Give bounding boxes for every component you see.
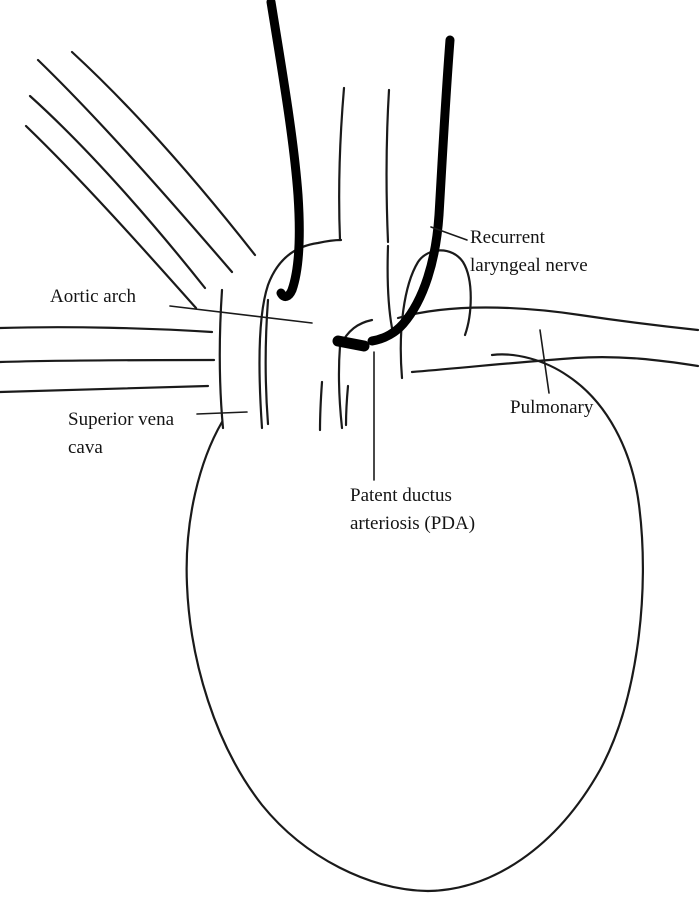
label-recurrent-laryngeal-nerve: Recurrent laryngeal nerve bbox=[470, 227, 588, 276]
pulmonary-artery-bottom-edge bbox=[410, 356, 700, 374]
pulmonary-artery-top-edge bbox=[396, 306, 700, 332]
heart-body-left-bottom bbox=[185, 420, 430, 893]
label-superior-vena-cava: Superior vena cava bbox=[68, 409, 175, 458]
aorta-root-line-2 bbox=[344, 384, 350, 427]
recurrent-laryngeal-nerve bbox=[367, 35, 455, 346]
aorta-root-line-1 bbox=[318, 380, 324, 432]
left-horizontal-vessel-line-3 bbox=[0, 384, 210, 394]
left-branch-vessel-line-1 bbox=[70, 50, 257, 257]
aorta-left-edge bbox=[258, 238, 343, 430]
superior-vena-cava-right-edge bbox=[264, 298, 270, 426]
arch-branch-right-edge bbox=[385, 88, 391, 244]
arch-branch-left-edge bbox=[338, 86, 346, 242]
left-horizontal-vessel-line-1 bbox=[0, 326, 214, 334]
left-branch-vessel-line-2 bbox=[36, 58, 234, 274]
label-pulmonary: Pulmonary bbox=[510, 397, 594, 418]
superior-vena-cava-left-edge bbox=[218, 288, 225, 430]
label-patent-ductus-arteriosus: Patent ductus arteriosis (PDA) bbox=[350, 485, 476, 534]
descending-aorta-edge bbox=[386, 244, 394, 330]
leader-line-aortic-arch bbox=[169, 305, 313, 324]
patent-ductus-arteriosus-mark bbox=[332, 335, 370, 352]
left-branch-vessel-line-4 bbox=[24, 124, 198, 310]
left-horizontal-vessel-line-2 bbox=[0, 358, 216, 364]
aorta-inner-edge bbox=[337, 318, 374, 430]
left-vagus-nerve bbox=[266, 0, 304, 302]
leader-line-pulmonary bbox=[539, 329, 550, 394]
leader-line-superior-vena-cava bbox=[196, 411, 248, 415]
label-aortic-arch: Aortic arch bbox=[50, 286, 136, 307]
heart-body-right bbox=[426, 353, 645, 893]
leader-line-recurrent-laryngeal-nerve bbox=[430, 226, 468, 241]
left-branch-vessel-line-3 bbox=[28, 94, 207, 290]
